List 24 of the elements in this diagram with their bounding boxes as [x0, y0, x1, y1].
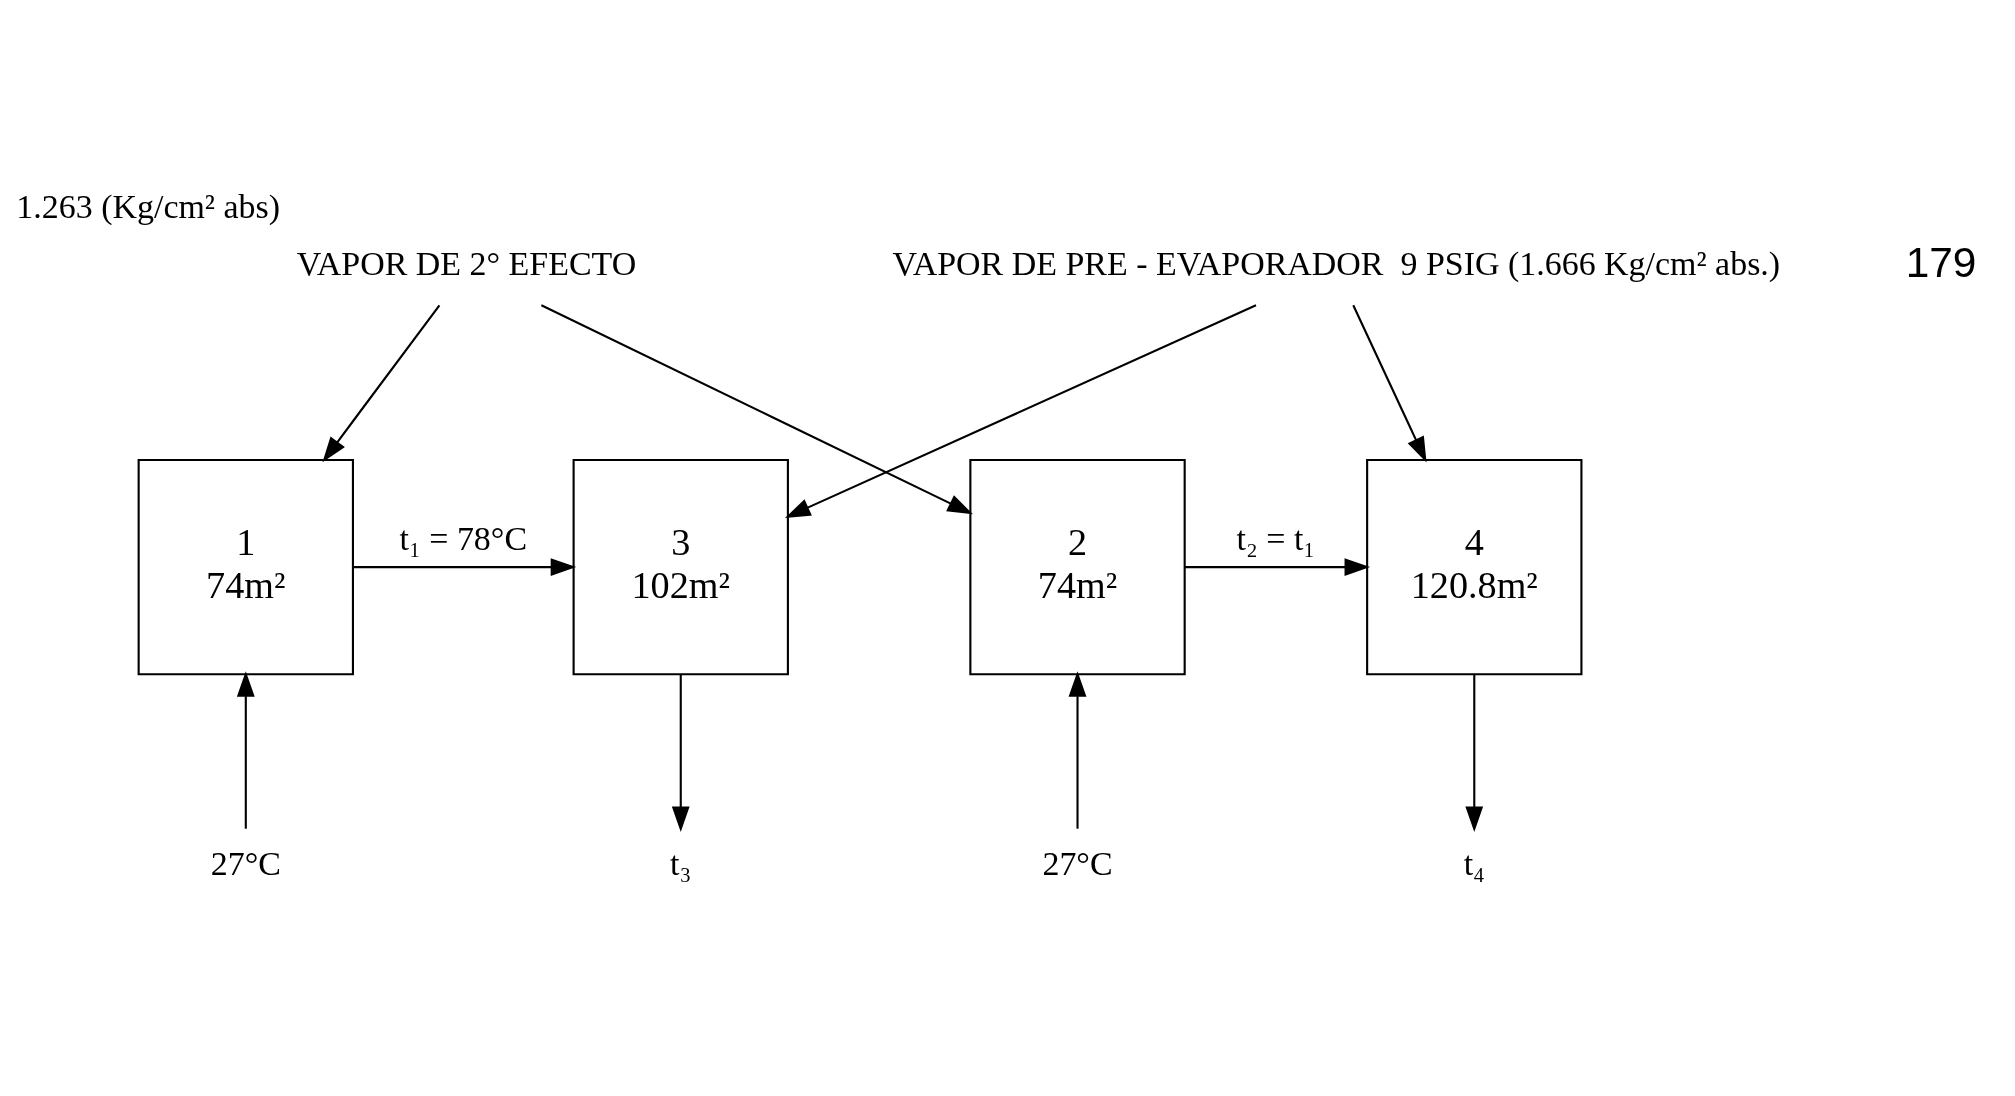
node-text: 27°C: [210, 845, 281, 883]
arrow: [1352, 304, 1427, 463]
arrow: [671, 674, 690, 832]
edge-label: t₂ = t₁: [1236, 519, 1316, 557]
arrow: [1184, 558, 1371, 576]
arrow: [236, 671, 255, 829]
node-text: VAPOR DE 2° EFECTO: [296, 244, 637, 282]
node-text: t₃: [670, 845, 692, 883]
node-box: 2 74m²: [969, 458, 1186, 676]
node-box: 1 74m²: [137, 458, 354, 676]
node-text: t₄: [1463, 845, 1485, 883]
arrow: [1068, 671, 1087, 829]
node-box: 4 120.8m²: [1366, 458, 1583, 676]
arrow: [540, 304, 973, 515]
node-text: VAPOR DE PRE - EVAPORADOR 9 PSIG (1.666 Kg/cm² abs.): [892, 244, 1781, 282]
arrow: [1465, 674, 1484, 832]
node-text: 27°C: [1042, 845, 1113, 883]
arrow: [322, 304, 441, 463]
arrow: [785, 304, 1257, 518]
label: 179: [1905, 239, 1977, 287]
node-label: 1.263 (Kg/cm² abs): [16, 187, 281, 225]
edge-label: t₁ = 78°C: [399, 519, 528, 557]
node-box: 3 102m²: [572, 458, 789, 676]
arrow: [353, 558, 577, 576]
